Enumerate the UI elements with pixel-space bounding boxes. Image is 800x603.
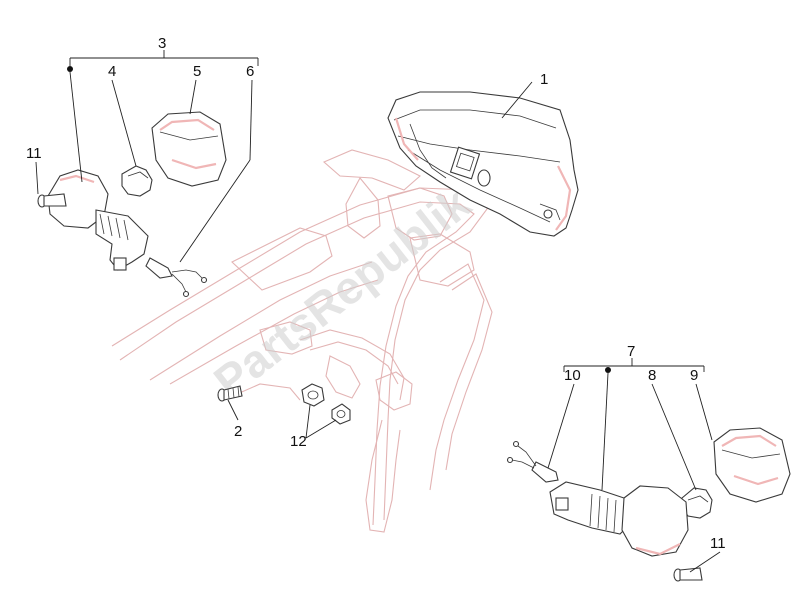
leader-lines [35, 50, 721, 573]
left-indicator-housing [47, 169, 149, 271]
right-indicator-group [506, 427, 791, 582]
right-lens [713, 427, 791, 503]
label-left-screw: 11 [26, 145, 42, 162]
label-right-indicator-group: 7 [627, 343, 635, 360]
label-nuts: 12 [290, 433, 307, 450]
left-bulb-holder-wire [145, 257, 208, 298]
part-labels: 1 2 3 4 5 6 7 8 9 10 11 11 12 [26, 35, 726, 552]
label-right-bulb: 8 [648, 367, 656, 384]
right-bulb-holder-wire [506, 440, 559, 483]
left-screw [37, 193, 67, 208]
label-left-bulb: 4 [108, 63, 116, 80]
nut-parts [301, 383, 351, 425]
watermark-text: PartsRepublik [204, 176, 480, 408]
label-right-screw: 11 [710, 535, 726, 552]
label-tail-light: 1 [540, 71, 548, 88]
label-screw: 2 [234, 423, 242, 440]
left-bulb [121, 165, 153, 197]
left-indicator-group [37, 111, 227, 298]
right-screw [673, 567, 703, 582]
label-right-bulb-holder: 10 [564, 367, 581, 384]
right-indicator-housing [549, 481, 689, 557]
label-left-bulb-holder: 6 [246, 63, 254, 80]
tail-light-assembly [387, 91, 579, 237]
screw-part [217, 385, 243, 402]
left-lens [151, 111, 227, 187]
label-right-lens: 9 [690, 367, 698, 384]
label-left-indicator-group: 3 [158, 35, 166, 52]
label-left-lens: 5 [193, 63, 201, 80]
rear-frame [111, 149, 493, 533]
